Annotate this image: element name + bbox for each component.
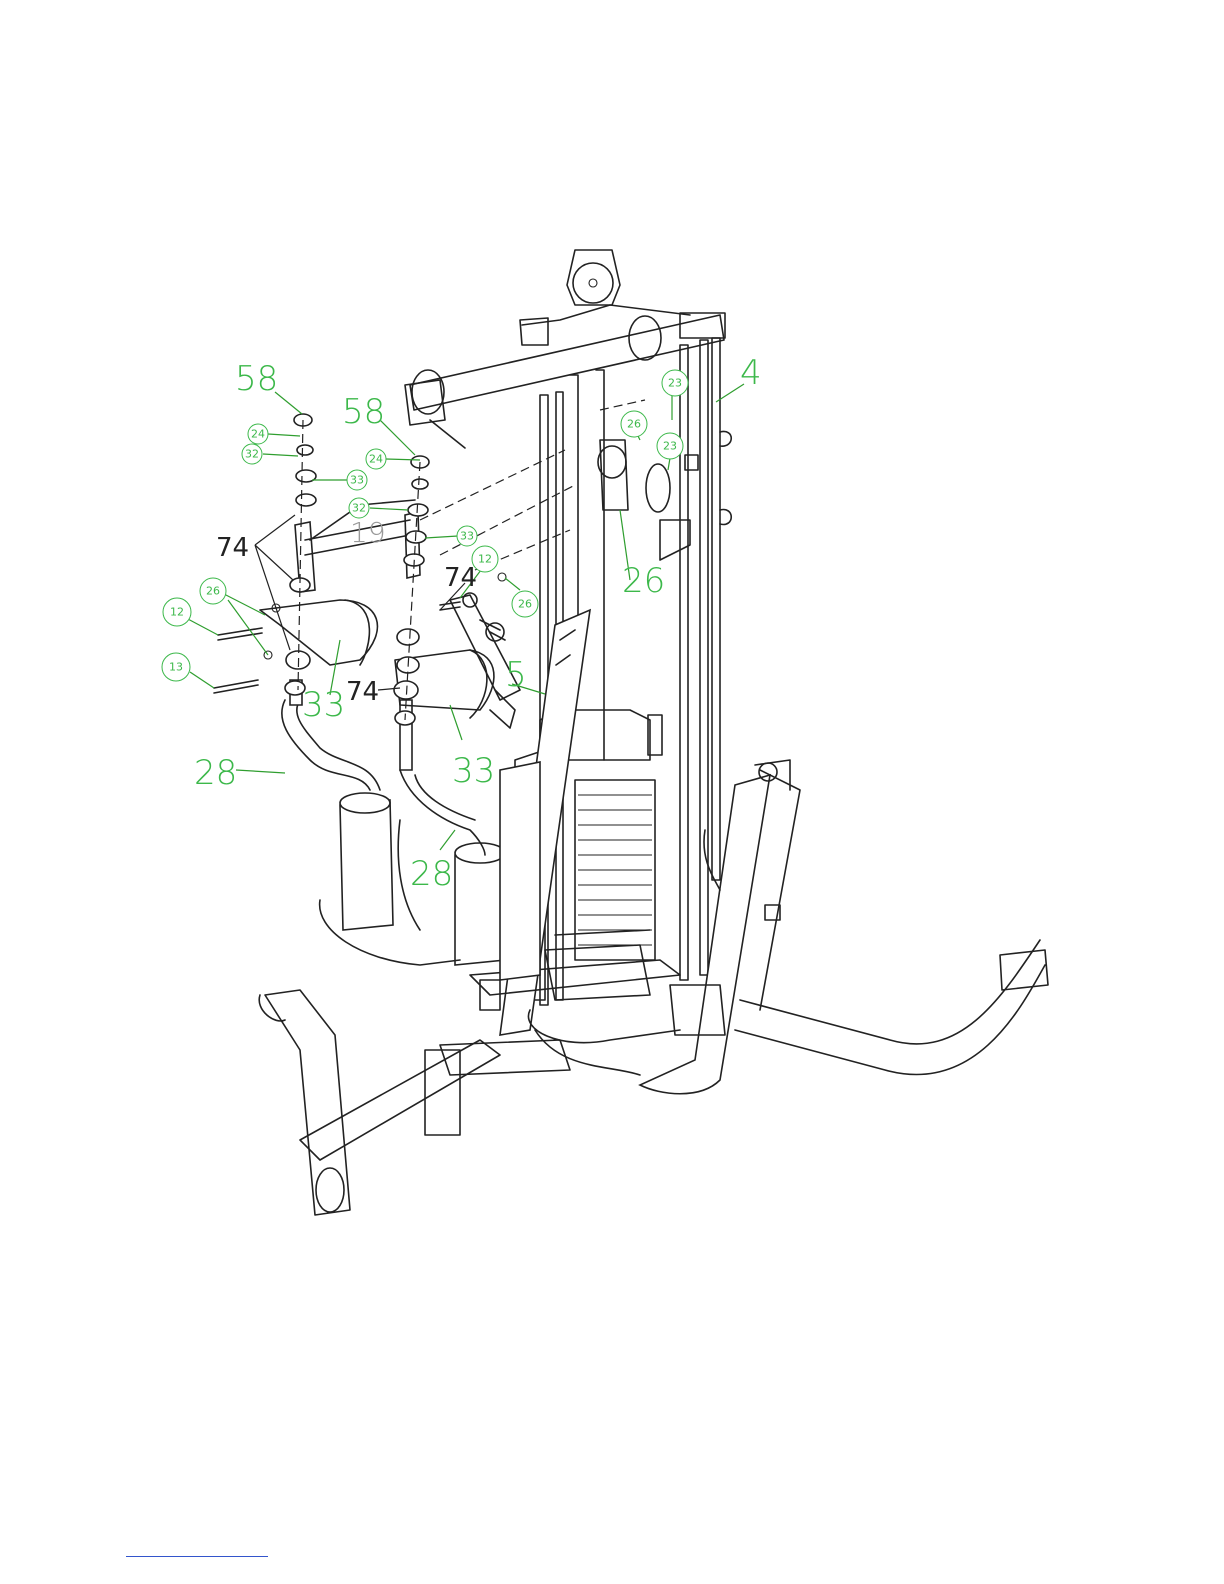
label-33-left: 33	[302, 685, 345, 725]
callout-32-left: 32	[242, 444, 262, 464]
callout-26-left: 26	[200, 578, 226, 604]
callout-33-left-small: 33	[347, 470, 367, 490]
callout-23-upper: 23	[662, 370, 688, 396]
label-19: 19	[350, 516, 386, 549]
svg-text:26: 26	[518, 598, 532, 611]
label-58-right: 58	[342, 392, 385, 432]
callout-12-right: 12	[472, 546, 498, 572]
assembly-axes	[298, 400, 645, 720]
svg-text:24: 24	[369, 453, 383, 466]
weight-plates	[578, 795, 652, 945]
callout-26-upper: 26	[621, 411, 647, 437]
svg-text:32: 32	[352, 502, 366, 515]
svg-text:23: 23	[668, 377, 682, 390]
svg-text:12: 12	[170, 606, 184, 619]
callout-32-right: 32	[349, 498, 369, 518]
callout-13: 13	[162, 653, 190, 681]
callout-26-right: 26	[512, 591, 538, 617]
svg-text:24: 24	[251, 428, 265, 441]
label-28-right: 28	[410, 854, 453, 894]
callout-33-right-small: 33	[457, 526, 477, 546]
label-28-left: 28	[194, 753, 237, 793]
svg-text:33: 33	[460, 530, 474, 543]
callout-24-right: 24	[366, 449, 386, 469]
footer-rule	[126, 1556, 268, 1557]
label-74-right: 74	[444, 563, 477, 593]
callout-12-left: 12	[163, 598, 191, 626]
callout-24-left: 24	[248, 424, 268, 444]
label-5: 5	[505, 655, 527, 695]
svg-text:13: 13	[169, 661, 183, 674]
svg-text:26: 26	[627, 418, 641, 431]
svg-text:33: 33	[350, 474, 364, 487]
label-26-center: 26	[622, 561, 665, 601]
label-74-lower: 74	[346, 677, 379, 707]
label-58-left: 58	[235, 359, 278, 399]
svg-text:32: 32	[245, 448, 259, 461]
svg-text:26: 26	[206, 585, 220, 598]
label-4: 4	[740, 353, 762, 393]
callout-23-lower: 23	[657, 433, 683, 459]
svg-text:23: 23	[663, 440, 677, 453]
label-74-left: 74	[216, 533, 249, 563]
main-tower-frame	[405, 250, 731, 1035]
label-33-right: 33	[452, 751, 495, 791]
svg-text:12: 12	[478, 553, 492, 566]
